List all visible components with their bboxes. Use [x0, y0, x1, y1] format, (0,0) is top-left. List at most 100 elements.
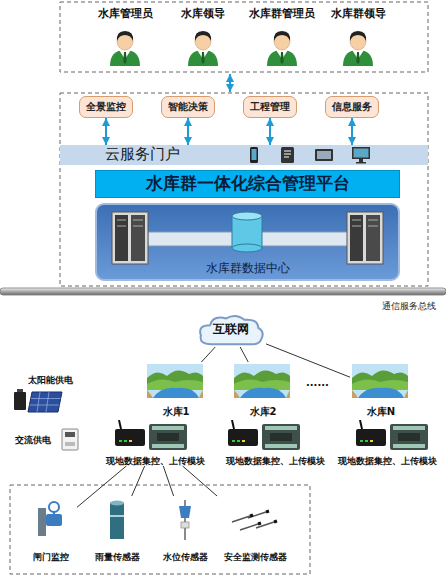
reservoir-image-part	[234, 364, 290, 398]
node-label: 雨量传感器	[95, 552, 140, 562]
node-label: 水库1	[163, 406, 190, 418]
annotation: 交流供电	[15, 435, 51, 445]
power-icons-part	[62, 429, 78, 450]
connector	[163, 466, 173, 496]
upload-module-icon-part	[115, 420, 187, 450]
device-icons-part	[317, 151, 331, 159]
upload-module-icon	[115, 420, 428, 450]
sensor-icons-part	[179, 506, 191, 518]
server-rack	[112, 212, 383, 264]
device-icons-part	[284, 151, 291, 157]
device-icons-part	[356, 162, 366, 164]
connector	[132, 466, 145, 496]
server-rack-part	[350, 215, 363, 261]
power-icons-part	[28, 392, 62, 412]
person-icons	[110, 31, 373, 66]
connector	[187, 118, 189, 145]
node-label: 水库2	[250, 406, 277, 418]
upload-module-icon-part	[356, 420, 428, 450]
node-label: 水库领导	[181, 8, 225, 21]
upload-module-icon-part	[228, 420, 300, 450]
reservoir-image	[147, 364, 408, 398]
node-label: 水库N	[367, 406, 395, 418]
power-icons-part	[65, 432, 75, 437]
power-icons	[14, 389, 78, 450]
server-rack-part	[352, 220, 378, 226]
internet-cloud: 互联网	[196, 313, 266, 347]
sensor-icons-part	[38, 508, 46, 536]
sensor-icons-part	[110, 515, 124, 517]
service-bus: 通信服务总线	[0, 286, 446, 312]
connector	[77, 466, 126, 507]
connector	[183, 466, 217, 496]
portal-band: 云服务门户	[60, 145, 428, 165]
connector	[105, 118, 107, 145]
device-icons-part	[252, 149, 257, 160]
sensor-icons-part	[110, 501, 124, 506]
sensor-icons-part	[110, 503, 124, 539]
person-icons-part	[267, 31, 297, 66]
device-icons-part	[359, 159, 363, 162]
device-icons-part	[352, 147, 370, 159]
sensor-icons-part	[49, 502, 59, 512]
node-label: 水库群数据中心	[206, 262, 290, 276]
node-label: 信息服务	[332, 101, 372, 113]
node-label: 互联网	[213, 323, 249, 337]
sensor-icons-part	[232, 512, 274, 530]
node-label: 现地数据集控、上传模块	[226, 456, 325, 466]
platform-band: 水库群一体化综合管理平台	[95, 170, 400, 198]
connector	[266, 344, 350, 377]
bus-bar	[0, 288, 446, 295]
node-label: 水库群一体化综合管理平台	[146, 175, 350, 194]
connector	[269, 118, 271, 145]
node-label: 现地数据集控、上传模块	[106, 456, 205, 466]
function-box: 全景监控	[79, 96, 133, 118]
server-rack-part	[115, 215, 128, 261]
server-rack-part	[112, 212, 148, 264]
reservoir-image-part	[352, 364, 408, 398]
double-arrow	[230, 74, 231, 92]
sensor-icons-part	[46, 514, 62, 526]
device-icons-part	[281, 147, 294, 163]
power-icons-part	[65, 442, 75, 446]
power-icons-part	[14, 392, 26, 410]
person-icons-part	[188, 31, 218, 66]
server-rack-part	[347, 212, 383, 264]
server-rack-part	[117, 220, 143, 226]
connector	[351, 118, 353, 145]
node-label: 闸门监控	[33, 552, 69, 562]
function-box: 工程管理	[243, 96, 297, 118]
power-icons-part	[17, 389, 23, 392]
node-label: 水库群领导	[331, 8, 386, 21]
dashed-frame-part	[60, 93, 428, 286]
node-label: 智能决策	[168, 101, 208, 113]
dashed-frame-part	[60, 2, 428, 72]
field-sensor: 安全监测传感器	[217, 496, 293, 562]
double-arrow-part	[229, 74, 231, 92]
node-label: 安全监测传感器	[224, 552, 287, 562]
bus-bar-part	[0, 288, 446, 295]
function-box: 信息服务	[325, 96, 379, 118]
server-rack-part	[232, 212, 262, 220]
node-label: 工程管理	[250, 101, 290, 113]
node-label: 水位传感器	[163, 552, 208, 562]
field-sensor: 闸门监控	[25, 496, 77, 562]
sensor-icons	[38, 500, 277, 540]
node-label: 水库管理员	[98, 8, 153, 21]
device-icons-part	[250, 147, 258, 163]
device-icons-part	[354, 149, 369, 158]
reservoir-image-part	[147, 364, 203, 398]
device-icons	[250, 147, 370, 164]
server-rack-part	[232, 244, 262, 252]
person-icons-part	[110, 31, 140, 66]
connector	[201, 347, 215, 362]
node-label: 水库群管理员	[249, 8, 315, 21]
annotation: 太阳能供电	[28, 375, 73, 385]
server-rack-part	[232, 216, 262, 248]
dashed-frame-part	[10, 485, 310, 574]
server-rack-part	[131, 215, 145, 261]
node-label: 云服务门户	[105, 146, 180, 163]
